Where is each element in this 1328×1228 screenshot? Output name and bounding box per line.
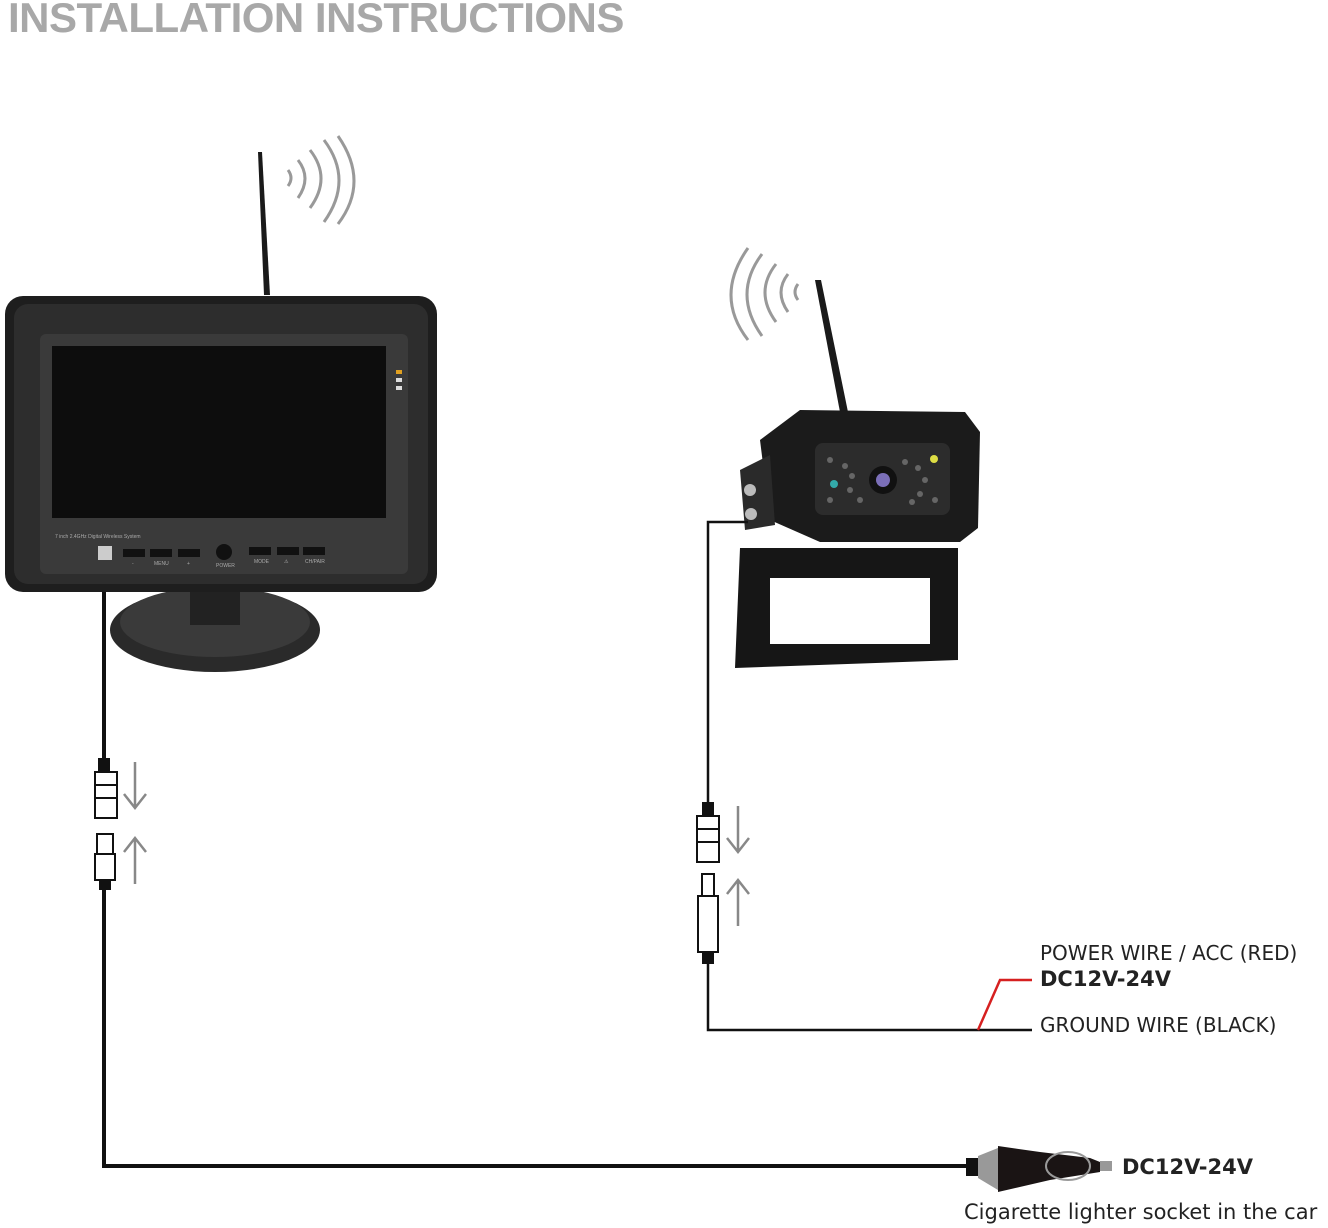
arrow-down-icon (726, 806, 750, 855)
mode-label: MODE (254, 559, 270, 565)
camera-power-cable (706, 520, 1032, 1032)
arrow-up-icon (123, 835, 147, 884)
arrow-up-icon (726, 877, 750, 926)
monitor-stand (110, 580, 320, 672)
power-wire-red (976, 978, 1032, 1031)
power-wire-label: POWER WIRE / ACC (RED) (1040, 941, 1298, 965)
power-label: POWER (216, 563, 235, 569)
power-button[interactable] (216, 544, 232, 560)
ground-wire-label: GROUND WIRE (BLACK) (1040, 1013, 1277, 1037)
mode-button[interactable] (249, 547, 271, 555)
camera-antenna (815, 280, 848, 412)
lighter-caption: Cigarette lighter socket in the car (964, 1200, 1318, 1224)
plus-label: + (187, 561, 190, 567)
menu-button[interactable] (150, 549, 172, 557)
ch-pair-label: CH/PAIR (305, 559, 325, 565)
monitor-male-connector (94, 833, 116, 890)
monitor-signal-icon (286, 135, 356, 225)
camera-signal-icon (729, 247, 800, 341)
lighter-voltage-label: DC12V-24V (1122, 1155, 1253, 1179)
monitor-power-cable (102, 592, 968, 1168)
camera-voltage-label: DC12V-24V (1040, 967, 1171, 991)
ch-pair-button[interactable] (303, 547, 325, 555)
monitor-antenna (258, 152, 270, 295)
warning-button[interactable] (277, 547, 299, 555)
monitor-female-connector (94, 758, 118, 819)
monitor: 7 inch 2.4GHz Digital Wireless System - … (5, 296, 437, 592)
warning-label: ⚠ (284, 559, 289, 565)
cigarette-lighter-plug (966, 1146, 1112, 1192)
camera-female-connector (696, 802, 720, 863)
camera-male-connector (697, 873, 719, 964)
minus-label: - (132, 561, 134, 567)
monitor-model-text: 7 inch 2.4GHz Digital Wireless System (55, 534, 141, 540)
plus-button[interactable] (178, 549, 200, 557)
menu-label: MENU (154, 561, 169, 567)
camera (735, 410, 980, 668)
minus-button[interactable] (123, 549, 145, 557)
page-title: INSTALLATION INSTRUCTIONS (8, 0, 624, 41)
arrow-down-icon (123, 762, 147, 811)
monitor-light-sensor (98, 546, 112, 560)
